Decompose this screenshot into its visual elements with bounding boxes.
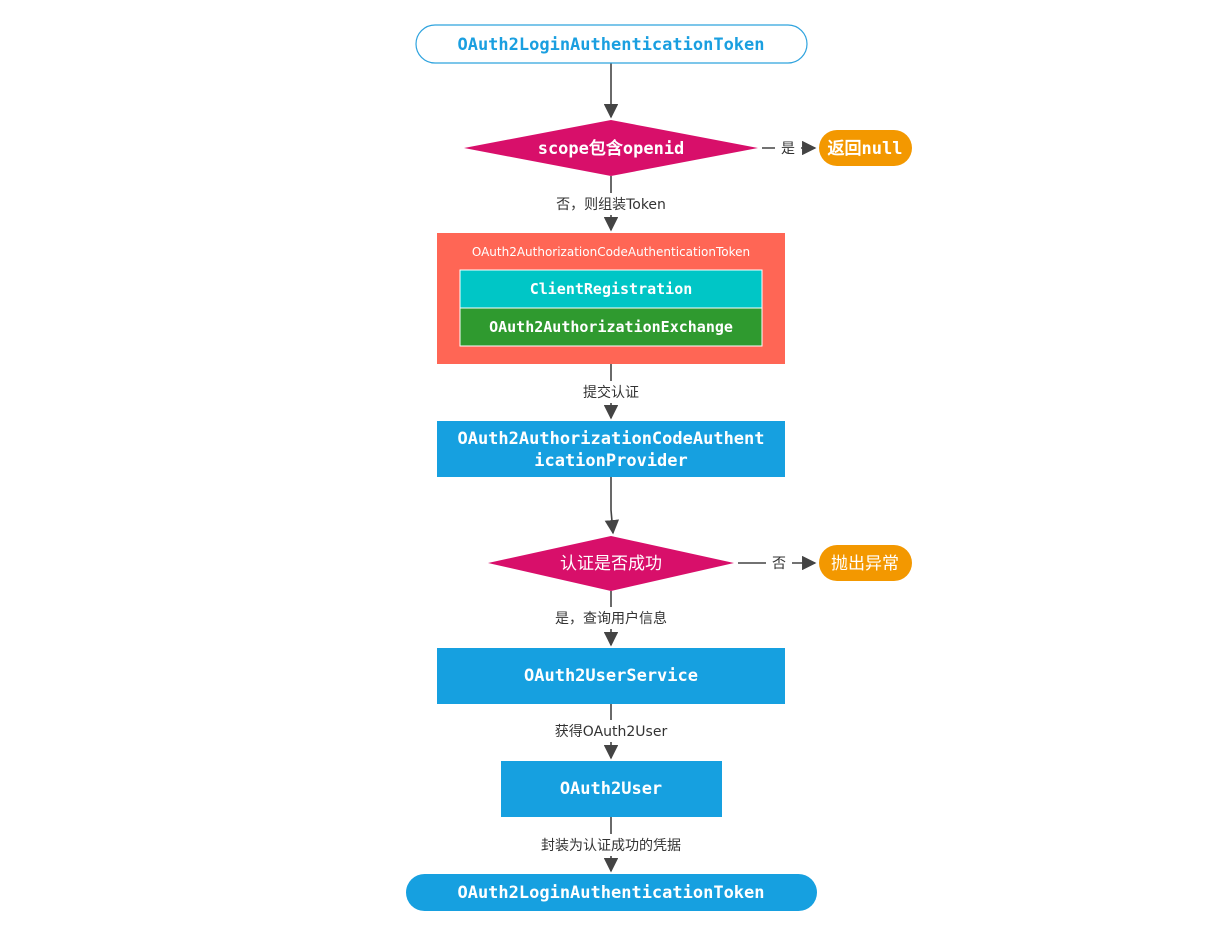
provider-label-line2: icationProvider [534,451,688,471]
edge-label-auth-yes: 是，查询用户信息 [555,610,667,627]
authorization-exchange-box [459,307,763,347]
edges: 是 否，则组装Token 提交认证 否 是，查询用户信息 获得OAuth2Use… [528,63,817,873]
auth-code-token-container: OAuth2AuthorizationCodeAuthenticationTok… [437,233,785,364]
user-service-node: OAuth2UserService [437,648,785,704]
edge-provider-to-auth-check [604,477,620,535]
scope-decision-label: scope包含openid [538,138,685,159]
return-null-node: 返回null [819,130,912,166]
return-null-label: 返回null [828,139,903,159]
provider-label-line1: OAuth2AuthorizationCodeAuthent [457,429,764,449]
user-service-label: OAuth2UserService [524,666,698,686]
auth-code-token-title: OAuth2AuthorizationCodeAuthenticationTok… [472,245,750,259]
oauth2-user-label: OAuth2User [560,779,662,799]
throw-exception-label: 抛出异常 [831,554,899,574]
edge-label-get-user: 获得OAuth2User [555,723,668,740]
authorization-exchange-label: OAuth2AuthorizationExchange [489,318,733,336]
end-node-label: OAuth2LoginAuthenticationToken [457,883,764,903]
start-node: OAuth2LoginAuthenticationToken [415,24,808,64]
end-node: OAuth2LoginAuthenticationToken [406,874,817,911]
scope-decision: scope包含openid [464,120,758,176]
throw-exception-node: 抛出异常 [819,545,912,581]
edge-label-scope-yes: 是 [781,141,795,157]
edge-label-submit: 提交认证 [583,384,639,401]
start-node-label: OAuth2LoginAuthenticationToken [457,35,764,55]
edge-label-auth-no: 否 [772,556,786,572]
auth-decision-label: 认证是否成功 [560,554,662,574]
edge-label-wrap: 封装为认证成功的凭据 [541,838,681,854]
auth-decision: 认证是否成功 [488,536,734,591]
provider-node: OAuth2AuthorizationCodeAuthent icationPr… [437,421,785,477]
edge-label-scope-no: 否，则组装Token [556,197,666,213]
client-registration-label: ClientRegistration [530,280,693,298]
oauth2-user-node: OAuth2User [501,761,722,817]
